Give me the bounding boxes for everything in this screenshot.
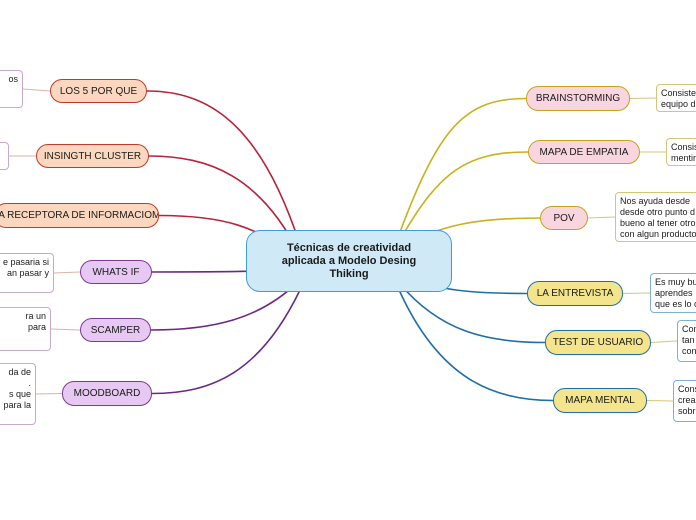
topic-label: WHATS IF <box>92 266 140 278</box>
topic-los-5-por-que[interactable]: LOS 5 POR QUE <box>50 79 147 103</box>
note-line: desde otro punto d <box>620 207 696 217</box>
note-connector-la-entrevista <box>622 292 651 294</box>
note-line: equipo d <box>661 99 696 109</box>
note-line: con algun producto <box>620 229 696 239</box>
note-line: Nos ayuda desde <box>620 196 691 206</box>
note-line: Consis <box>671 142 696 152</box>
note-connector-pov <box>587 216 616 219</box>
connector-mapa-de-empatia <box>399 151 529 241</box>
note-line: Cons <box>678 384 696 394</box>
topic-label: MOODBOARD <box>73 388 141 399</box>
note-line: tan <box>682 335 695 345</box>
note-connector-mapa-mental <box>646 400 674 402</box>
topic-brainstorming[interactable]: BRAINSTORMING <box>526 86 630 111</box>
note-los-5-por-que: os <box>0 70 23 108</box>
note-line: mentir <box>671 153 696 163</box>
note-line: e pasaria si <box>2 257 49 267</box>
topic-pov[interactable]: POV <box>540 206 588 230</box>
topic-test-de-usuario[interactable]: TEST DE USUARIO <box>545 330 651 355</box>
note-line: aprendes <box>655 288 693 298</box>
topic-la-entrevista[interactable]: LA ENTREVISTA <box>527 281 623 306</box>
connector-los-5-por-que <box>146 90 301 246</box>
topic-whats-if[interactable]: WHATS IF <box>80 260 152 284</box>
note-connector-brainstorming <box>629 97 657 99</box>
topic-la-receptora-de-informaciom[interactable]: LA RECEPTORA DE INFORMACIOM <box>0 203 159 228</box>
note-connector-test-de-usuario <box>650 340 678 343</box>
note-line: bueno al tener otro <box>620 218 696 228</box>
note-line: an pasar y <box>6 268 49 278</box>
topic-label: INSINGTH CLUSTER <box>43 150 142 162</box>
central-topic-label: Técnicas de creatividad aplicada a Model… <box>281 241 417 280</box>
note-line: que es lo c <box>655 299 696 309</box>
note-line: da de <box>8 367 31 377</box>
note-connector-scamper <box>50 328 81 331</box>
topic-label: POV <box>553 212 575 224</box>
note-connector-los-5-por-que <box>22 88 51 92</box>
topic-label: LOS 5 POR QUE <box>59 85 138 97</box>
topic-label: BRAINSTORMING <box>535 93 621 104</box>
topic-label: MAPA DE EMPATIA <box>539 146 629 158</box>
topic-mapa-de-empatia[interactable]: MAPA DE EMPATIA <box>528 140 640 164</box>
note-connector-moodboard <box>35 393 63 395</box>
topic-label: LA ENTREVISTA <box>536 288 614 299</box>
topic-insingth-cluster[interactable]: INSINGTH CLUSTER <box>36 144 149 168</box>
connector-moodboard <box>151 289 301 395</box>
topic-scamper[interactable]: SCAMPER <box>80 318 151 342</box>
connector-brainstorming <box>399 97 527 233</box>
note-line: os <box>8 74 18 84</box>
connector-mapa-mental <box>399 291 554 402</box>
central-topic[interactable]: Técnicas de creatividad aplicada a Model… <box>246 230 452 292</box>
connector-test-de-usuario <box>399 283 546 344</box>
topic-label: SCAMPER <box>90 324 141 336</box>
topic-moodboard[interactable]: MOODBOARD <box>62 381 152 406</box>
note-insingth-cluster <box>0 142 9 170</box>
note-line: . <box>28 378 31 388</box>
note-mapa-mental: Conscreasobr <box>673 380 696 422</box>
connector-scamper <box>150 279 301 331</box>
note-line: Con <box>682 324 696 334</box>
note-line: con <box>682 346 696 356</box>
topic-label: TEST DE USUARIO <box>552 337 644 348</box>
note-line: Consiste <box>661 88 696 98</box>
topic-label: LA RECEPTORA DE INFORMACIOM <box>0 210 159 221</box>
note-line: s que <box>8 389 31 399</box>
note-line: sobr <box>678 406 696 416</box>
note-line: ra un <box>25 311 46 321</box>
note-connector-whats-if <box>53 271 81 274</box>
topic-mapa-mental[interactable]: MAPA MENTAL <box>553 388 647 413</box>
topic-label: MAPA MENTAL <box>565 395 635 406</box>
note-line: crea <box>678 395 696 405</box>
note-line: para la <box>3 400 31 410</box>
note-test-de-usuario: Contancon <box>677 320 696 362</box>
connector-insingth-cluster <box>148 155 301 256</box>
note-line: Es muy bu <box>655 277 696 287</box>
note-line: para <box>27 322 46 332</box>
